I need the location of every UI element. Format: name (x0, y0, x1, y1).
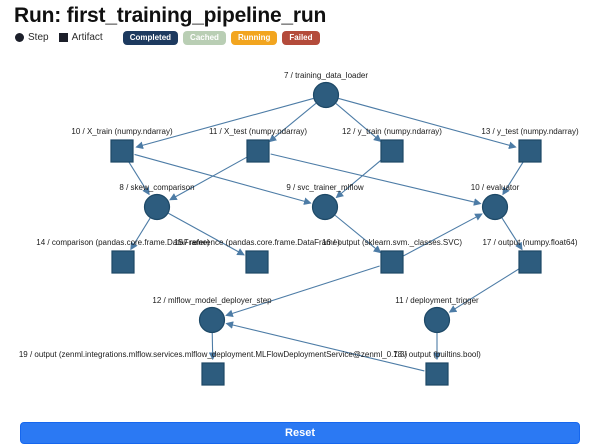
artifact-accuracy[interactable] (518, 250, 542, 274)
step-evaluator[interactable] (481, 193, 509, 221)
legend-step-label: Step (28, 32, 49, 44)
legend: Step Artifact Completed Cached Running Fail… (15, 31, 320, 45)
reset-button[interactable]: Reset (20, 422, 580, 444)
legend-step: Step (15, 32, 49, 43)
artifact-deployment-service[interactable] (201, 362, 225, 386)
status-badges: Completed Cached Running Failed (122, 31, 320, 45)
artifact-svc-model[interactable] (380, 250, 404, 274)
dag-edge-a17-s11 (448, 268, 520, 313)
dag-edge-a10-s9 (134, 153, 312, 205)
step-deployment-trigger[interactable] (423, 306, 451, 334)
dag-edge-a18-s12 (225, 321, 425, 372)
artifact-reference-label: 15 / reference (pandas.core.frame.DataFr… (174, 238, 340, 247)
legend-artifact: Artifact (58, 32, 103, 44)
dag-canvas[interactable]: 7 / training_data_loader 10 / X_train (nu… (0, 0, 600, 414)
artifact-deployment-service-label: 19 / output (zenml.integrations.mlflow.s… (19, 350, 408, 359)
status-badge-failed: Failed (282, 31, 320, 45)
dag-edge-a13-s10 (502, 161, 524, 196)
status-badge-completed: Completed (122, 31, 179, 45)
step-mlflow-model-deployer-label: 12 / mlflow_model_deployer_step (152, 296, 272, 305)
dag-edge-s8-a14 (130, 217, 151, 251)
step-skew-comparison-label: 8 / skew_comparison (119, 183, 194, 192)
step-svc-trainer-mlflow-label: 9 / svc_trainer_mlflow (286, 183, 364, 192)
artifact-y-train[interactable] (380, 139, 404, 163)
dag-edge-s7-a10 (135, 97, 314, 150)
artifact-comparison-label: 14 / comparison (pandas.core.frame.DataF… (36, 238, 210, 247)
artifact-y-train-label: 12 / y_train (numpy.ndarray) (342, 127, 442, 136)
artifact-x-test[interactable] (246, 139, 270, 163)
status-badge-running: Running (230, 31, 278, 45)
step-training-data-loader-label: 7 / training_data_loader (284, 71, 368, 80)
artifact-svc-model-label: 16 / output (sklearn.svm._classes.SVC) (322, 238, 462, 247)
artifact-reference[interactable] (245, 250, 269, 274)
dag-edge-s10-a17 (501, 217, 523, 251)
dag-edge-s7-a13 (338, 97, 517, 150)
step-evaluator-label: 10 / evaluator (471, 183, 520, 192)
dag-edge-a16-s12 (225, 265, 380, 318)
artifact-x-train[interactable] (110, 139, 134, 163)
step-deployment-trigger-label: 11 / deployment_trigger (395, 296, 479, 305)
artifact-y-test-label: 13 / y_test (numpy.ndarray) (481, 127, 579, 136)
dag-edge-a16-s10 (403, 213, 483, 257)
artifact-x-train-label: 10 / X_train (numpy.ndarray) (71, 127, 173, 136)
step-svc-trainer-mlflow[interactable] (311, 193, 339, 221)
legend-artifact-label: Artifact (71, 32, 103, 44)
artifact-y-test[interactable] (518, 139, 542, 163)
artifact-x-test-label: 11 / X_test (numpy.ndarray) (209, 127, 307, 136)
status-badge-cached: Cached (183, 31, 226, 45)
dag-edge-a12-s9 (335, 158, 383, 199)
dag-edge-a11-s8 (169, 156, 247, 201)
step-circle-icon (15, 33, 24, 43)
dag-edge-s7-a12 (335, 102, 382, 143)
artifact-accuracy-label: 17 / output (numpy.float64) (482, 238, 577, 247)
artifact-deploy-decision-label: 18 / output (builtins.bool) (393, 350, 481, 359)
step-training-data-loader[interactable] (312, 81, 340, 109)
artifact-square-icon (58, 33, 68, 43)
page-title: Run: first_training_pipeline_run (14, 4, 327, 27)
dag-edge-s7-a11 (268, 102, 317, 143)
artifact-comparison[interactable] (111, 250, 135, 274)
step-mlflow-model-deployer[interactable] (198, 306, 226, 334)
dag-edge-a11-s10 (270, 153, 482, 206)
dag-edge-s8-a15 (168, 212, 245, 256)
dag-edge-a10-s8 (128, 161, 150, 196)
step-skew-comparison[interactable] (143, 193, 171, 221)
dag-edge-s9-a16 (334, 214, 382, 254)
artifact-deploy-decision[interactable] (425, 362, 449, 386)
